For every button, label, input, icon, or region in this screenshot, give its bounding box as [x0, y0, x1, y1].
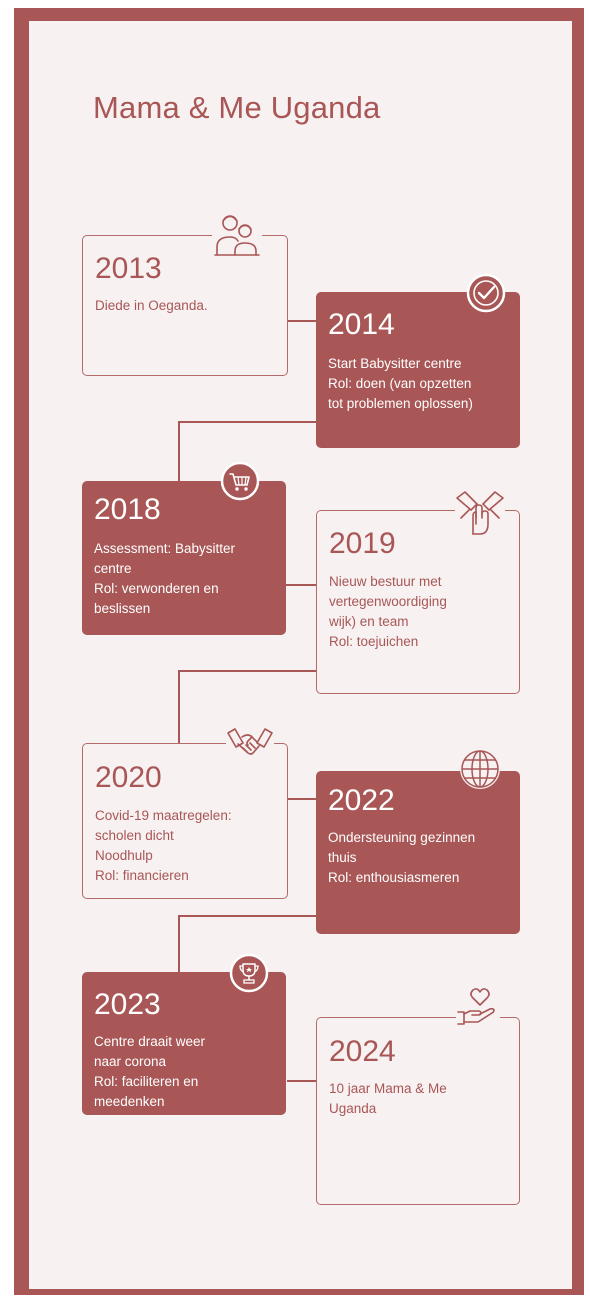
page-title: Mama & Me Uganda: [93, 90, 381, 125]
timeline-card-2014: 2014 Start Babysitter centre Rol: doen (…: [316, 292, 520, 448]
card-description: Nieuw bestuur met vertegenwoordiging wij…: [329, 572, 519, 652]
timeline-card-2024: 2024 10 jaar Mama & Me Uganda: [316, 1017, 520, 1205]
year-label: 2019: [329, 527, 396, 560]
timeline-card-2023: 2023 Centre draait weer naar corona Rol:…: [82, 972, 286, 1115]
connector: [286, 584, 316, 586]
description-line: naar corona: [94, 1054, 167, 1069]
card-description: 10 jaar Mama & Me Uganda: [329, 1079, 519, 1119]
family-icon: [212, 209, 262, 259]
description-line: Ondersteuning gezinnen: [328, 830, 476, 845]
connector: [178, 915, 180, 973]
description-line: scholen dicht: [95, 828, 174, 843]
card-description: Centre draait weer naar corona Rol: faci…: [94, 1032, 284, 1112]
description-line: Diede in Oeganda.: [95, 298, 208, 313]
year-label: 2023: [94, 988, 161, 1021]
description-line: centre: [94, 561, 132, 576]
description-line: Uganda: [329, 1101, 377, 1116]
card-description: Diede in Oeganda.: [95, 296, 285, 316]
timeline-card-2019: 2019 Nieuw bestuur met vertegenwoordigin…: [316, 510, 520, 694]
description-line: Rol: enthousiasmeren: [328, 870, 460, 885]
card-description: Assessment: Babysitter centre Rol: verwo…: [94, 539, 284, 619]
heart-hand-icon: [456, 985, 500, 1027]
description-line: Rol: faciliteren en: [94, 1074, 199, 1089]
description-line: wijk) en team: [329, 614, 409, 629]
description-line: 10 jaar Mama & Me: [329, 1081, 447, 1096]
description-line: tot problemen oplossen): [328, 396, 473, 411]
year-label: 2013: [95, 252, 162, 285]
year-label: 2014: [328, 308, 395, 341]
card-description: Covid-19 maatregelen: scholen dicht Nood…: [95, 806, 285, 886]
description-line: Rol: doen (van opzetten: [328, 376, 472, 391]
description-line: Start Babysitter centre: [328, 356, 462, 371]
description-line: Rol: financieren: [95, 868, 189, 883]
year-label: 2020: [95, 761, 162, 794]
timeline-card-2013: 2013 Diede in Oeganda.: [82, 235, 288, 376]
description-line: Rol: verwonderen en: [94, 581, 219, 596]
description-line: vertegenwoordiging: [329, 594, 447, 609]
description-line: Assessment: Babysitter: [94, 541, 236, 556]
description-line: beslissen: [94, 601, 151, 616]
description-line: Noodhulp: [95, 848, 153, 863]
card-description: Start Babysitter centre Rol: doen (van o…: [328, 354, 518, 414]
timeline-card-2022: 2022 Ondersteuning gezinnen thuis Rol: e…: [316, 771, 520, 934]
description-line: meedenken: [94, 1094, 165, 1109]
connector: [287, 320, 317, 322]
connector: [178, 670, 317, 672]
card-description: Ondersteuning gezinnen thuis Rol: enthou…: [328, 828, 518, 888]
connector: [287, 1080, 316, 1082]
connector: [288, 798, 316, 800]
checkmark-icon: [466, 273, 506, 313]
description-line: Rol: toejuichen: [329, 634, 419, 649]
trophy-icon: [229, 953, 269, 993]
description-line: Nieuw bestuur met: [329, 574, 442, 589]
connector: [178, 670, 180, 744]
team-hands-icon: [455, 488, 505, 538]
connector: [178, 915, 317, 917]
handshake-icon: [226, 725, 274, 763]
connector: [178, 421, 317, 423]
shopping-cart-icon: [220, 461, 260, 501]
description-line: Covid-19 maatregelen:: [95, 808, 232, 823]
description-line: thuis: [328, 850, 357, 865]
globe-icon: [459, 748, 501, 790]
timeline-card-2020: 2020 Covid-19 maatregelen: scholen dicht…: [82, 743, 288, 899]
year-label: 2022: [328, 784, 395, 817]
year-label: 2018: [94, 493, 161, 526]
timeline-card-2018: 2018 Assessment: Babysitter centre Rol: …: [82, 481, 286, 635]
year-label: 2024: [329, 1035, 396, 1068]
connector: [178, 421, 180, 481]
description-line: Centre draait weer: [94, 1034, 206, 1049]
